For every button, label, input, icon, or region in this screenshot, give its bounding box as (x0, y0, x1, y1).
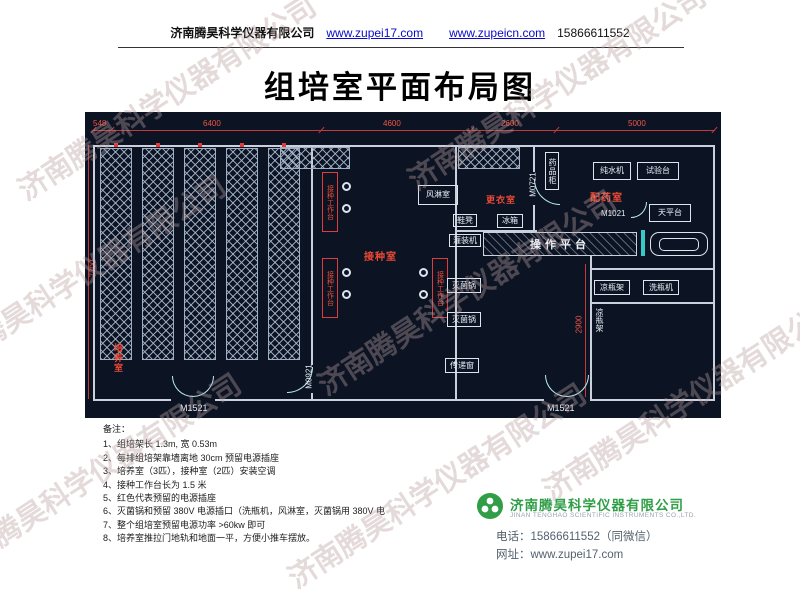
door-label-m1521-right: M1521 (547, 403, 575, 413)
note-line: 3、培养室（3匹），接种室（2匹）安装空调 (103, 466, 276, 477)
note-line: 6、灭菌锅和预留 380V 电源插口（洗瓶机，风淋室，灭菌锅用 380V 电 (103, 506, 386, 517)
shoe-bench: 鞋凳 (453, 214, 477, 227)
wall (592, 268, 714, 270)
note-line: 4、接种工作台长为 1.5 米 (103, 479, 207, 490)
room-label-inoculation: 接种室 (364, 252, 397, 263)
notes-heading: 备注： (103, 424, 131, 434)
wall (311, 147, 313, 365)
dim-tick (711, 126, 718, 134)
inoculation-workbench: 接种工作台 (322, 172, 338, 232)
culture-rack (184, 148, 216, 360)
sink (650, 232, 708, 256)
wall (590, 255, 592, 399)
power-outlet (198, 143, 202, 147)
header-link-zupei17[interactable]: www.zupei17.com (326, 26, 424, 40)
sink-basin (659, 238, 699, 251)
note-line: 8、培养室推拉门地轨和地面一平，方便小推车摆放。 (103, 533, 316, 544)
operation-platform: 操作平台 (483, 232, 637, 256)
stool (342, 182, 351, 191)
air-shower: 风淋室 (418, 185, 458, 205)
inoculation-workbench: 接种工作台 (432, 258, 448, 318)
footer-company: 济南腾昊科学仪器有限公司 (510, 498, 684, 513)
medicine-cabinet: 药品柜 (545, 152, 559, 190)
storage-rack (280, 147, 350, 169)
bottle-cooling-rack-side: 凉瓶架 (595, 308, 604, 332)
door-label-m0921: M0921 (304, 364, 314, 389)
culture-rack (226, 148, 258, 360)
note-line: 1、组培架长 1.3m, 宽 0.53m (103, 439, 218, 450)
note-line: 7、整个组培室预留电源功率 >60kw 即可 (103, 519, 266, 530)
transfer-window: 传递窗 (445, 358, 479, 373)
sterilizer: 灭菌锅 (447, 312, 481, 327)
page-title: 组培室平面布局图 (264, 70, 536, 105)
note-line: 5、红色代表预留的电源插座 (103, 493, 217, 504)
notes-section: 备注： 1、组培架长 1.3m, 宽 0.53m 2、每排组培架靠墙离地 30c… (103, 423, 385, 546)
wall (533, 205, 535, 232)
door-label-m1021: M1021 (601, 209, 626, 218)
footer-phone: 电话：15866611552（同微信） (496, 531, 658, 543)
locker-rack (458, 147, 520, 169)
wall (533, 147, 535, 172)
inoculation-workbench: 接种工作台 (322, 258, 338, 318)
stool (419, 290, 428, 299)
sterilizer: 灭菌锅 (447, 278, 481, 293)
dim-2600: 2600 (501, 119, 519, 128)
company-logo-icon (476, 492, 504, 520)
footer-company-en: JINAN TENGHAO SCIENTIFIC INSTRUMENTS CO.… (510, 512, 697, 519)
filling-machine: 灌装机 (449, 234, 481, 247)
stool (419, 268, 428, 277)
room-label-dressing: 更衣室 (486, 195, 517, 205)
test-bench: 试验台 (637, 162, 679, 180)
culture-rack (100, 148, 132, 360)
stool (342, 290, 351, 299)
door-label-m0721: M0721 (528, 172, 538, 197)
power-outlet (240, 143, 244, 147)
culture-rack (142, 148, 174, 360)
dim-6400: 6400 (203, 119, 221, 128)
note-line: 2、每排组培架靠墙离地 30cm 预留电源插座 (103, 452, 280, 463)
dimension-line-right (585, 264, 586, 397)
culture-rack (268, 148, 300, 360)
stool (342, 204, 351, 213)
dim-5000: 5000 (628, 119, 646, 128)
footer-brand: 济南腾昊科学仪器有限公司 JINAN TENGHAO SCIENTIFIC IN… (476, 488, 786, 572)
bottle-washer: 洗瓶机 (643, 280, 679, 295)
footer-website: 网址：www.zupei17.com (496, 549, 624, 561)
wall (592, 302, 714, 304)
room-label-culture: 培养室 (113, 343, 123, 373)
pure-water-machine: 纯水机 (593, 162, 631, 180)
power-outlet (114, 143, 118, 147)
fridge: 冰箱 (497, 214, 523, 228)
divider-bar (641, 230, 645, 256)
balance-table: 天平台 (649, 204, 691, 222)
door-opening (544, 397, 590, 403)
floor-plan-canvas: 548 6400 4600 2600 5000 7700 2900 (85, 112, 721, 418)
header-phone: 15866611552 (557, 26, 630, 40)
wall (455, 147, 457, 399)
header-link-zupeicn[interactable]: www.zupeicn.com (449, 26, 546, 40)
dim-548: 548 (93, 119, 107, 128)
room-label-pharmacy: 配药室 (590, 193, 623, 204)
power-outlet (156, 143, 160, 147)
door-label-m1521-left: M1521 (180, 403, 208, 413)
dimension-line-left (88, 145, 89, 399)
dimension-line-top (93, 130, 715, 131)
door-opening (171, 397, 215, 403)
outer-wall (93, 145, 715, 401)
wall (311, 393, 313, 399)
stool (342, 268, 351, 277)
dim-4600: 4600 (383, 119, 401, 128)
header: 济南腾昊科学仪器有限公司 www.zupei17.com www.zupeicn.c… (0, 24, 800, 41)
wall (455, 230, 537, 232)
bottle-cooling-rack: 凉瓶架 (594, 280, 630, 295)
header-company: 济南腾昊科学仪器有限公司 (170, 26, 315, 40)
power-outlet (282, 143, 286, 147)
header-divider (118, 47, 684, 48)
